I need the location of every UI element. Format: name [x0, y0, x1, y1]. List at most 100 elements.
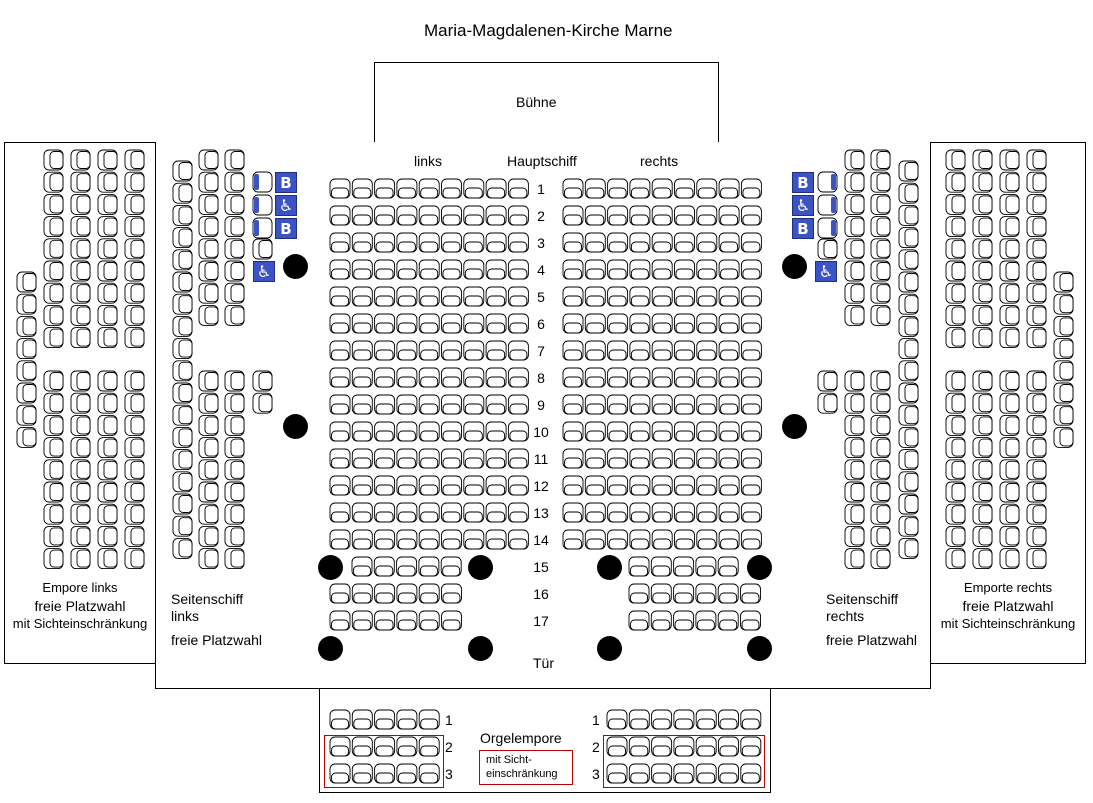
nave-seat[interactable]	[351, 178, 373, 199]
gallery-seat[interactable]	[1053, 293, 1074, 315]
gallery-seat[interactable]	[43, 414, 64, 436]
nave-seat[interactable]	[374, 475, 396, 496]
side-seat[interactable]	[172, 160, 193, 182]
gallery-seat[interactable]	[124, 216, 145, 238]
nave-seat[interactable]	[674, 475, 695, 496]
gallery-seat[interactable]	[97, 481, 118, 503]
gallery-seat[interactable]	[1026, 149, 1047, 171]
side-seat[interactable]	[870, 282, 891, 304]
nave-seat[interactable]	[696, 475, 718, 496]
wheelchair-space[interactable]	[252, 171, 273, 193]
nave-seat[interactable]	[396, 610, 418, 631]
nave-seat[interactable]	[673, 583, 695, 604]
nave-seat[interactable]	[485, 367, 507, 388]
nave-seat[interactable]	[584, 313, 606, 334]
nave-seat[interactable]	[485, 205, 507, 226]
nave-seat[interactable]	[418, 610, 440, 631]
gallery-seat[interactable]	[124, 503, 145, 525]
nave-seat[interactable]	[374, 448, 396, 469]
nave-seat[interactable]	[562, 421, 584, 442]
nave-seat[interactable]	[507, 178, 529, 199]
gallery-seat[interactable]	[999, 149, 1020, 171]
nave-seat[interactable]	[507, 502, 529, 523]
side-seat[interactable]	[224, 459, 245, 481]
nave-seat[interactable]	[650, 610, 672, 631]
nave-seat[interactable]	[485, 232, 507, 253]
side-seat[interactable]	[172, 249, 193, 271]
nave-seat[interactable]	[695, 556, 717, 577]
gallery-seat[interactable]	[70, 459, 91, 481]
gallery-seat[interactable]	[999, 327, 1020, 349]
nave-seat[interactable]	[696, 259, 718, 280]
gallery-seat[interactable]	[945, 503, 966, 525]
organ-seat[interactable]	[695, 736, 717, 757]
nave-seat[interactable]	[418, 502, 440, 523]
gallery-seat[interactable]	[999, 525, 1020, 547]
gallery-seat[interactable]	[999, 392, 1020, 414]
gallery-seat[interactable]	[124, 260, 145, 282]
nave-seat[interactable]	[396, 475, 418, 496]
side-seat[interactable]	[817, 370, 838, 392]
nave-seat[interactable]	[374, 286, 396, 307]
organ-seat[interactable]	[740, 763, 762, 784]
nave-seat[interactable]	[329, 178, 351, 199]
side-seat[interactable]	[172, 204, 193, 226]
side-seat[interactable]	[198, 238, 219, 260]
nave-seat[interactable]	[674, 367, 695, 388]
nave-seat[interactable]	[485, 340, 507, 361]
organ-seat[interactable]	[651, 709, 673, 730]
side-seat[interactable]	[198, 392, 219, 414]
nave-seat[interactable]	[674, 232, 695, 253]
nave-seat[interactable]	[351, 259, 373, 280]
nave-seat[interactable]	[740, 502, 762, 523]
nave-seat[interactable]	[584, 394, 606, 415]
nave-seat[interactable]	[396, 421, 418, 442]
side-seat[interactable]	[172, 382, 193, 404]
gallery-seat[interactable]	[999, 193, 1020, 215]
nave-seat[interactable]	[351, 394, 373, 415]
side-seat[interactable]	[172, 271, 193, 293]
nave-seat[interactable]	[674, 421, 695, 442]
gallery-seat[interactable]	[999, 503, 1020, 525]
side-seat[interactable]	[198, 459, 219, 481]
nave-seat[interactable]	[351, 475, 373, 496]
organ-seat[interactable]	[695, 763, 717, 784]
gallery-seat[interactable]	[1026, 548, 1047, 570]
nave-seat[interactable]	[651, 394, 673, 415]
nave-seat[interactable]	[441, 448, 462, 469]
gallery-seat[interactable]	[945, 260, 966, 282]
nave-seat[interactable]	[463, 205, 485, 226]
nave-seat[interactable]	[651, 340, 673, 361]
nave-seat[interactable]	[418, 367, 440, 388]
nave-seat[interactable]	[607, 313, 629, 334]
nave-seat[interactable]	[441, 421, 462, 442]
nave-seat[interactable]	[740, 529, 762, 550]
gallery-seat[interactable]	[972, 392, 993, 414]
nave-seat[interactable]	[441, 394, 462, 415]
nave-seat[interactable]	[562, 178, 584, 199]
side-seat[interactable]	[198, 282, 219, 304]
nave-seat[interactable]	[607, 286, 629, 307]
nave-seat[interactable]	[718, 475, 740, 496]
side-seat[interactable]	[898, 537, 919, 559]
nave-seat[interactable]	[441, 286, 462, 307]
side-seat[interactable]	[844, 238, 865, 260]
nave-seat[interactable]	[351, 556, 373, 577]
organ-seat[interactable]	[351, 763, 373, 784]
nave-seat[interactable]	[507, 394, 529, 415]
gallery-seat[interactable]	[70, 260, 91, 282]
gallery-seat[interactable]	[70, 503, 91, 525]
nave-seat[interactable]	[351, 205, 373, 226]
gallery-seat[interactable]	[1053, 338, 1074, 360]
nave-seat[interactable]	[562, 232, 584, 253]
nave-seat[interactable]	[507, 313, 529, 334]
side-seat[interactable]	[844, 392, 865, 414]
side-seat[interactable]	[172, 449, 193, 471]
nave-seat[interactable]	[485, 313, 507, 334]
nave-seat[interactable]	[507, 259, 529, 280]
side-seat[interactable]	[844, 171, 865, 193]
gallery-seat[interactable]	[999, 414, 1020, 436]
nave-seat[interactable]	[485, 475, 507, 496]
side-seat[interactable]	[898, 227, 919, 249]
nave-seat[interactable]	[351, 610, 373, 631]
